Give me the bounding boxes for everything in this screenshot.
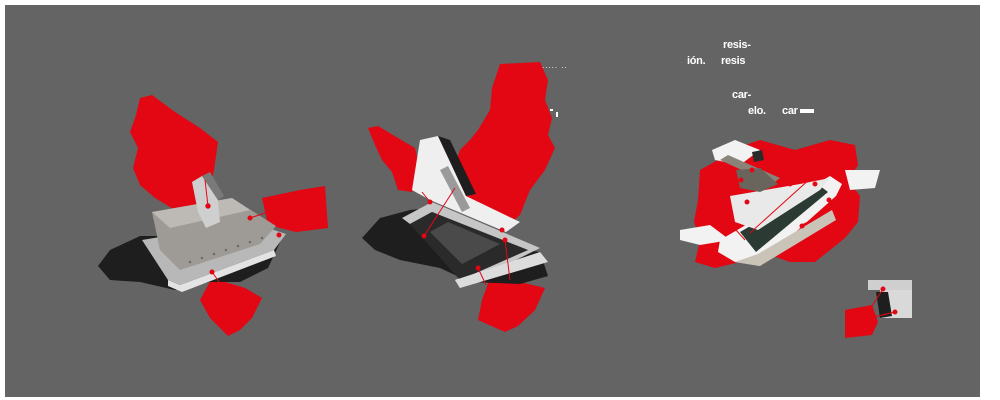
hatch-lid-open (412, 136, 520, 232)
red-callout-shape (368, 126, 420, 192)
hatch-inner-glass (430, 222, 500, 264)
red-callout-shape (455, 62, 555, 228)
bolt-row (188, 236, 264, 264)
hatch-frame-bottom (735, 210, 836, 266)
text-fragment: car- (732, 89, 751, 101)
product-2-group (362, 62, 555, 332)
red-callout-shape (200, 278, 262, 336)
lever-mechanism (736, 168, 778, 192)
text-fragment-mark (556, 112, 558, 117)
text-fragment-mark (550, 109, 553, 111)
lever-knob (752, 150, 764, 162)
hatch-lid-side (438, 136, 476, 196)
product-showcase-panel: resis- ión. resis car- elo. car ..... .. (5, 5, 980, 397)
text-fragment: elo. (748, 105, 766, 117)
product-illustrations (98, 62, 912, 338)
hatch-lid-strut (440, 166, 470, 212)
text-fragment: ión. (687, 55, 706, 67)
hatch-handle-dark (202, 172, 224, 200)
hinge-detail-dark (876, 292, 892, 318)
hatch-frame (402, 202, 540, 288)
red-callout-shape (845, 305, 878, 338)
text-fragment: resis (721, 55, 746, 67)
white-backing-shape (680, 225, 730, 245)
red-callout-shape (262, 186, 328, 232)
product-3-group (680, 140, 912, 338)
product-1-group (98, 95, 328, 336)
hatch-lid (730, 178, 830, 230)
text-fragment: car (782, 105, 798, 117)
white-backing-shape (845, 170, 880, 190)
hatch-frame-edge (168, 250, 276, 292)
text-fragment-bar (800, 109, 814, 113)
callout-lines (727, 167, 898, 318)
text-fragment: resis- (723, 39, 751, 51)
callout-lines (421, 187, 511, 286)
hatch-frame-front (455, 252, 548, 288)
hatch-handle (192, 176, 220, 228)
red-callout-shape (478, 278, 545, 332)
callout-lines (204, 179, 282, 291)
hinge-detail-top (868, 280, 912, 290)
text-fragment-dots: ..... .. (542, 61, 568, 70)
hatch-opening (740, 186, 828, 252)
